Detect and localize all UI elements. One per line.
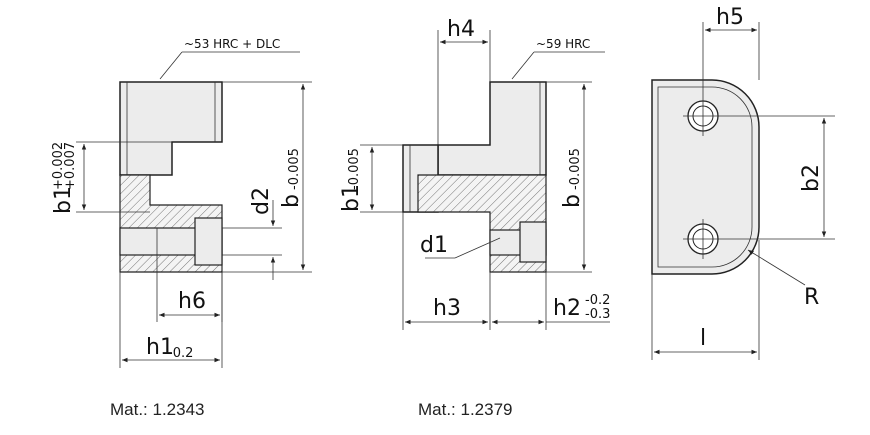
middle-h2-tol-top: -0.2 <box>585 293 610 308</box>
right-l-label: l <box>700 326 706 351</box>
right-b2-label: b2 <box>799 164 824 192</box>
middle-h2-tol-bot: -0.3 <box>585 307 610 322</box>
middle-hardness-note: ~59 HRC <box>536 37 590 51</box>
left-material-label: Mat.: 1.2343 <box>110 400 205 419</box>
right-view: h5 b2 R l <box>651 5 835 360</box>
upper-hole <box>683 96 760 136</box>
left-b1-label: b1 <box>51 186 76 214</box>
left-h1-tol: -0.2 <box>168 346 193 361</box>
left-hardness-note: ~53 HRC + DLC <box>184 37 280 51</box>
left-b-tol: -0.005 <box>287 148 302 190</box>
middle-upper-body <box>437 81 547 176</box>
middle-b-label: b <box>560 194 585 208</box>
middle-material-label: Mat.: 1.2379 <box>418 400 513 419</box>
left-b1-tol-top: +0.002 <box>51 142 66 190</box>
middle-d1-label: d1 <box>420 233 448 258</box>
right-r-label: R <box>804 285 819 310</box>
left-d2-label: d2 <box>249 187 274 215</box>
lower-hole <box>683 219 760 259</box>
middle-b-tol: -0.005 <box>568 148 583 190</box>
left-h1-label: h1 <box>146 335 174 360</box>
left-view: ~53 HRC + DLC b1 +0.002 +0.007 d2 b -0.0… <box>51 37 312 368</box>
middle-b1-tol: -0.005 <box>347 148 362 190</box>
middle-h3-label: h3 <box>433 296 461 321</box>
right-plate <box>651 79 760 275</box>
middle-view: ~59 HRC h4 b1 -0.005 b -0.005 d1 h3 h2 -… <box>339 17 610 330</box>
middle-h2-label: h2 <box>553 296 581 321</box>
right-h5-label: h5 <box>716 5 744 30</box>
left-b1-tol-bot: +0.007 <box>63 142 78 190</box>
left-h6-label: h6 <box>178 289 206 314</box>
left-b-label: b <box>279 194 304 208</box>
left-upper-body <box>119 81 223 176</box>
middle-b1-label: b1 <box>339 184 364 212</box>
middle-h4-label: h4 <box>447 17 475 42</box>
